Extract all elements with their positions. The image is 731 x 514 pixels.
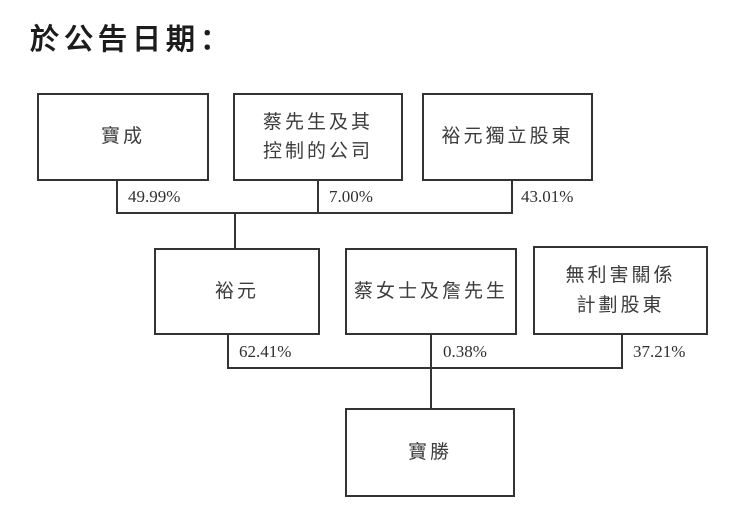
- connector-mr-tsai-leg: [317, 181, 319, 214]
- pct-mr-tsai-to-yue-yuen: 7.00%: [329, 187, 373, 206]
- node-ms-tsai-mr-chan-label: 蔡女士及詹先生: [353, 280, 508, 302]
- node-disinterested-scheme: 無利害關係 計劃股東: [533, 246, 708, 335]
- pct-pou-chen-to-yue-yuen: 49.99%: [128, 187, 181, 206]
- node-pou-chen: 寶成: [37, 93, 209, 181]
- connector-yue-yuen-leg: [227, 335, 229, 369]
- connector-to-yue-yuen: [234, 214, 236, 248]
- pct-disinterested-to-pou-sheng: 37.21%: [633, 342, 686, 361]
- node-yue-yuen-independent: 裕元獨立股東: [422, 93, 593, 181]
- connector-independent-leg: [511, 181, 513, 214]
- node-yue-yuen-label: 裕元: [214, 280, 259, 302]
- connector-tsai-chan-leg: [430, 335, 432, 408]
- node-yue-yuen: 裕元: [154, 248, 320, 335]
- connector-pou-chen-leg: [116, 181, 118, 214]
- node-pou-chen-label: 寶成: [100, 126, 145, 148]
- pct-yue-yuen-to-pou-sheng: 62.41%: [239, 342, 292, 361]
- connector-top-horizontal-bar: [116, 212, 513, 214]
- connector-bottom-horizontal-bar: [227, 367, 623, 369]
- node-mr-tsai-companies-label: 蔡先生及其 控制的公司: [262, 111, 373, 162]
- node-pou-sheng-label: 寶勝: [407, 441, 452, 463]
- node-ms-tsai-mr-chan: 蔡女士及詹先生: [345, 248, 517, 335]
- node-yue-yuen-independent-label: 裕元獨立股東: [441, 126, 574, 148]
- node-pou-sheng: 寶勝: [345, 408, 515, 497]
- pct-independent-to-yue-yuen: 43.01%: [521, 187, 574, 206]
- node-disinterested-scheme-label: 無利害關係 計劃股東: [565, 265, 676, 316]
- diagram-title: 於公告日期：: [30, 24, 235, 56]
- pct-tsai-chan-to-pou-sheng: 0.38%: [443, 342, 487, 361]
- connector-disinterested-leg: [621, 335, 623, 369]
- node-mr-tsai-companies: 蔡先生及其 控制的公司: [233, 93, 403, 181]
